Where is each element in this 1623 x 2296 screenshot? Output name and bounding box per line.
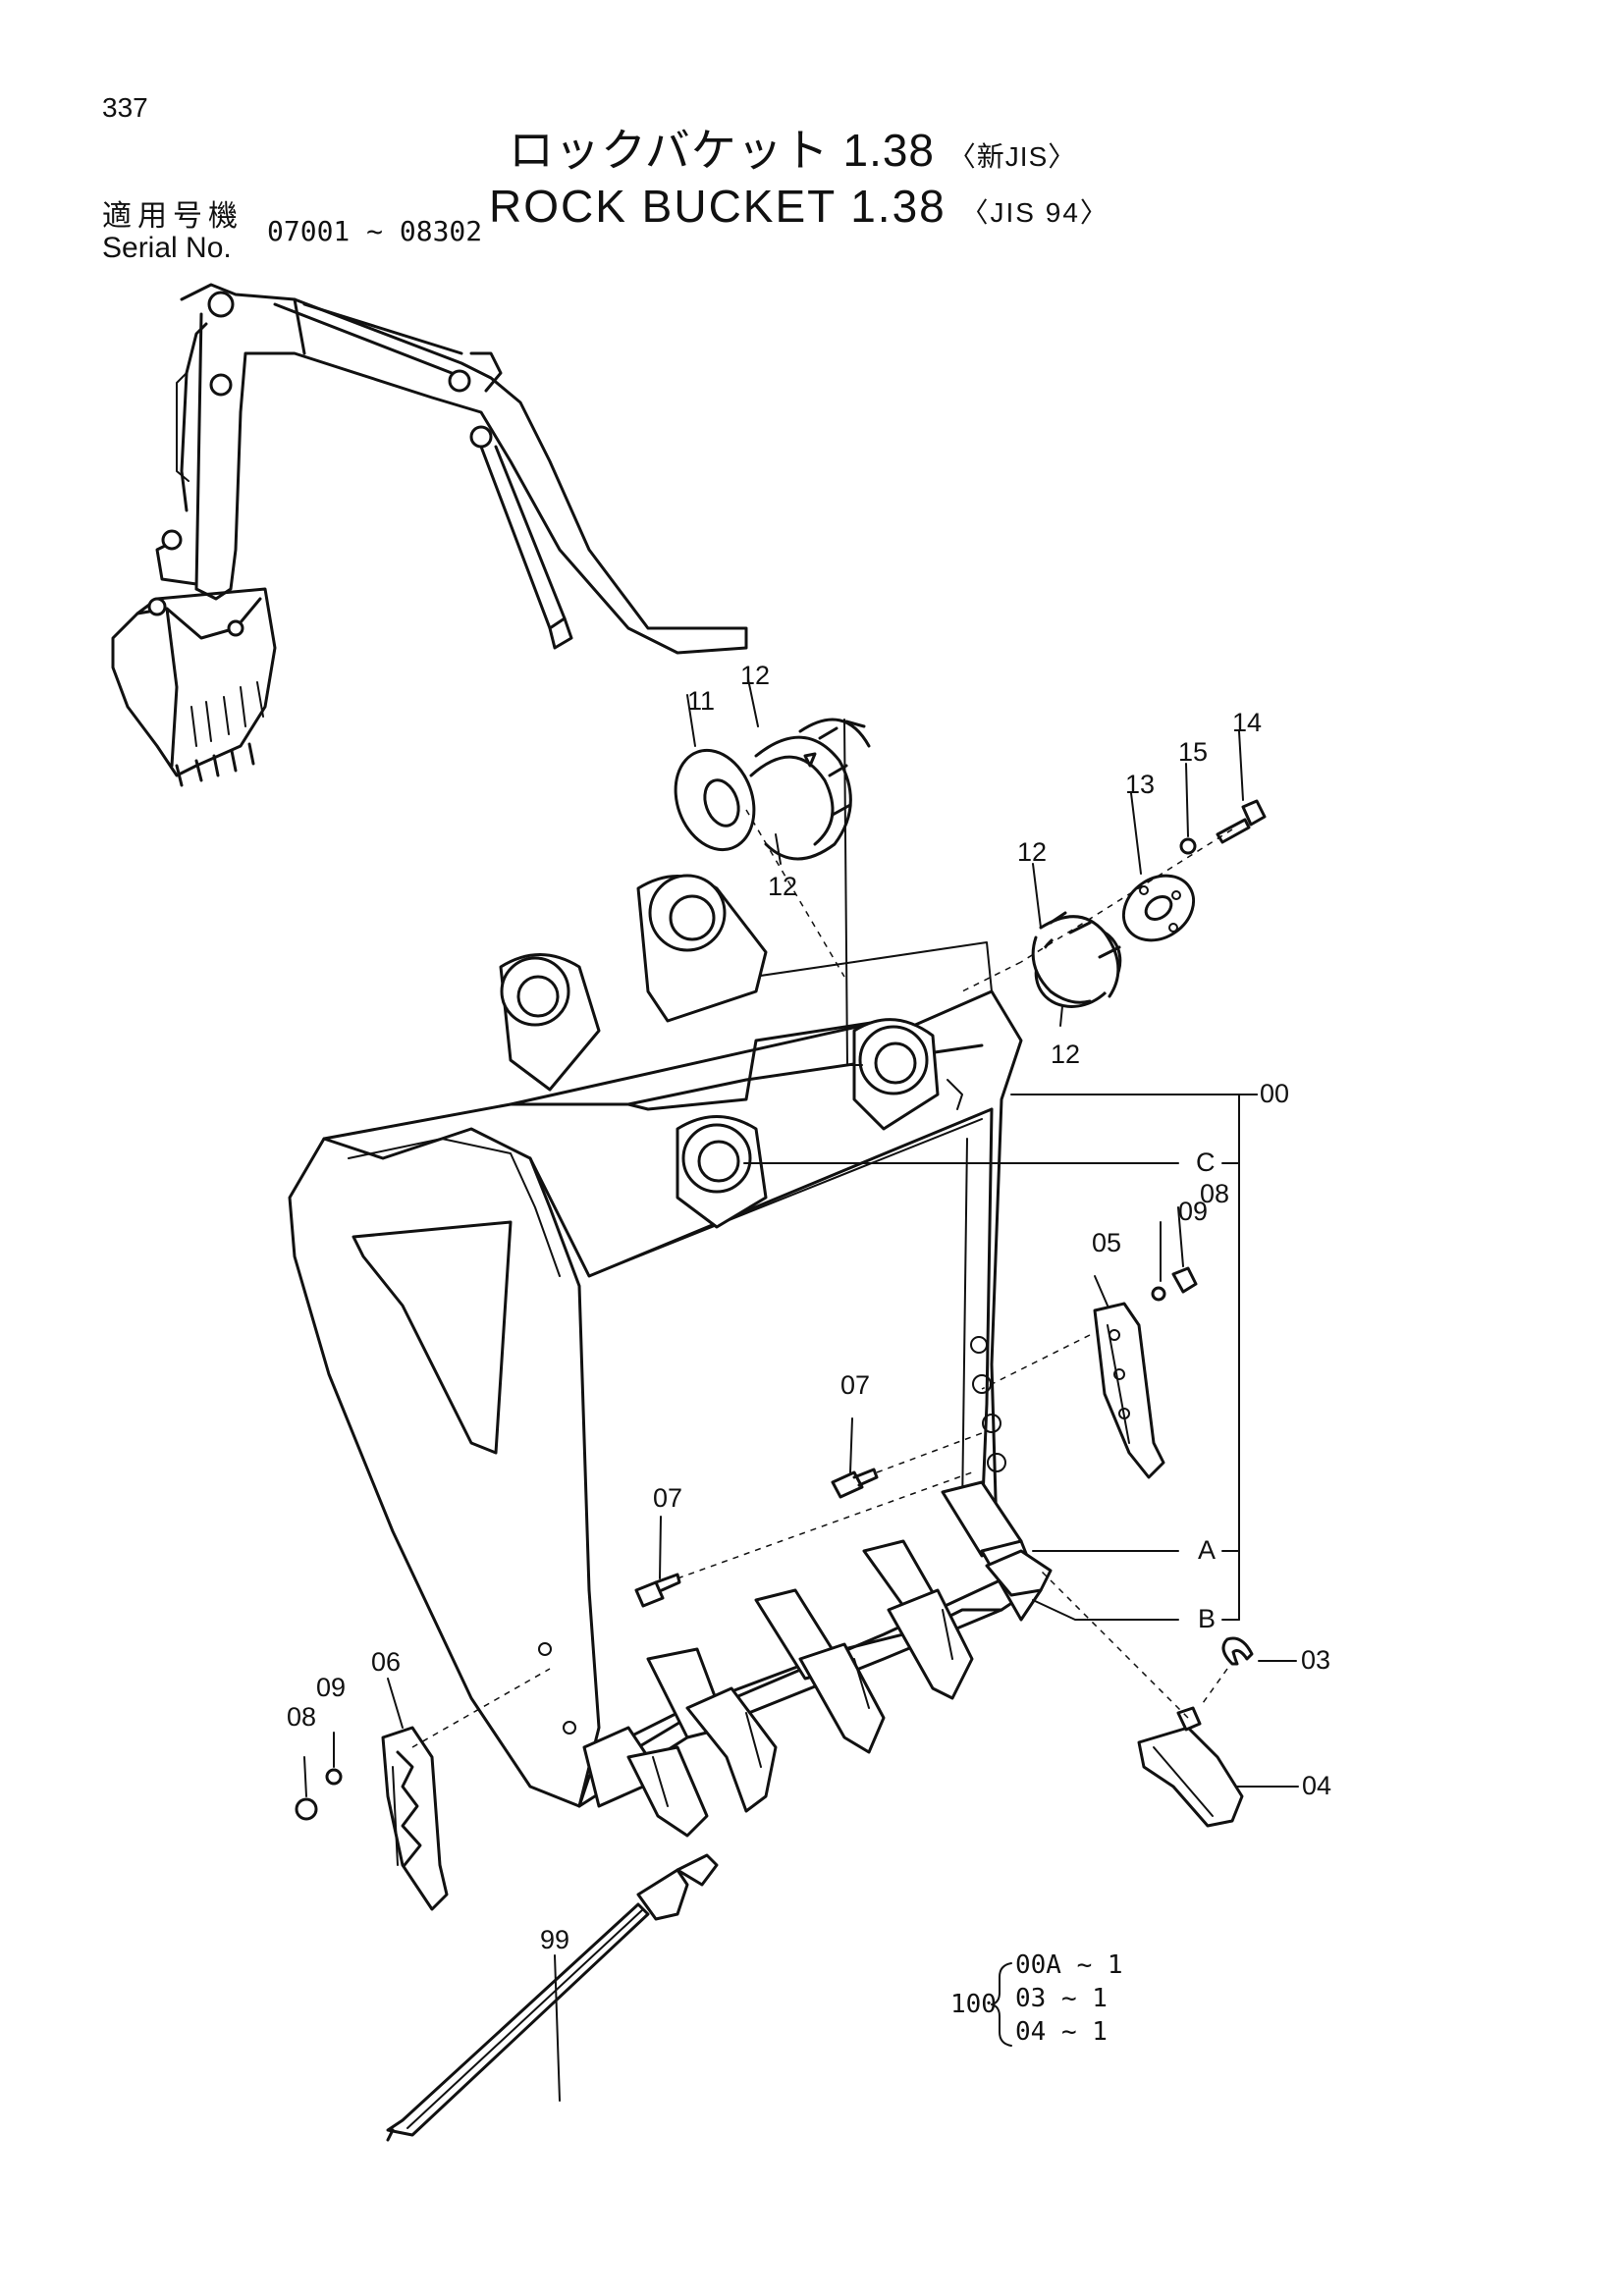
serial-label-japanese: 適用号機 bbox=[102, 200, 243, 233]
callout-08-left: 08 bbox=[287, 1702, 316, 1732]
callout-11: 11 bbox=[687, 686, 715, 716]
title-japanese-text: ロックバケット 1.38 bbox=[509, 125, 936, 176]
callout-00: 00 bbox=[1260, 1079, 1289, 1108]
kit-100-group: 100 00A ~ 1 03 ~ 1 04 ~ 1 bbox=[950, 1950, 1123, 2047]
callout-12-upper-lower: 12 bbox=[768, 872, 797, 901]
callout-12-upper: 12 bbox=[740, 661, 770, 690]
title-japanese-standard: 〈新JIS〉 bbox=[947, 141, 1077, 172]
callout-12-right-lower: 12 bbox=[1051, 1040, 1080, 1069]
serial-label-english: Serial No. bbox=[102, 232, 232, 264]
removal-tool-99 bbox=[386, 1853, 719, 2142]
tooth-pin-03 bbox=[1202, 1636, 1254, 1704]
bucket-mounting-bosses bbox=[499, 874, 963, 1229]
callout-14: 14 bbox=[1232, 708, 1262, 737]
callout-04: 04 bbox=[1302, 1771, 1331, 1800]
callout-B: B bbox=[1198, 1604, 1216, 1633]
callout-12-right-upper: 12 bbox=[1017, 837, 1047, 867]
title-japanese: ロックバケット 1.38 〈新JIS〉 bbox=[509, 128, 1076, 173]
side-cutter-right bbox=[981, 1266, 1198, 1479]
leader-lines bbox=[303, 678, 1299, 2102]
callout-03: 03 bbox=[1301, 1645, 1330, 1675]
kit-row-3: 04 ~ 1 bbox=[1015, 2017, 1108, 2047]
title-english: ROCK BUCKET 1.38 〈JIS 94〉 bbox=[489, 184, 1109, 229]
bolt-upper-07 bbox=[831, 1468, 879, 1499]
callout-C: C bbox=[1196, 1148, 1216, 1177]
excavator-arm-overview bbox=[111, 283, 748, 787]
right-seal-group bbox=[961, 799, 1267, 1008]
bolt-lower-axis bbox=[676, 1471, 973, 1579]
callout-labels: 11 12 12 14 15 13 12 12 00 C 09 08 05 07… bbox=[287, 661, 1331, 1954]
page-number: 337 bbox=[102, 92, 148, 123]
callout-09-left: 09 bbox=[316, 1673, 346, 1702]
callout-13: 13 bbox=[1125, 770, 1155, 799]
title-english-text: ROCK BUCKET 1.38 bbox=[489, 181, 947, 232]
callout-05: 05 bbox=[1092, 1228, 1121, 1257]
replacement-tooth-04 bbox=[1040, 1570, 1244, 1828]
upper-seal-group bbox=[674, 718, 871, 978]
callout-07-upper: 07 bbox=[840, 1370, 870, 1400]
callout-08-right: 08 bbox=[1200, 1179, 1229, 1208]
title-english-standard: 〈JIS 94〉 bbox=[960, 197, 1109, 228]
kit-brace bbox=[991, 1962, 1012, 2047]
callout-15: 15 bbox=[1178, 737, 1208, 767]
callout-07-lower: 07 bbox=[653, 1483, 682, 1513]
callout-A: A bbox=[1198, 1535, 1216, 1565]
kit-number: 100 bbox=[950, 1990, 997, 2019]
callout-09-right: 09 bbox=[1178, 1197, 1208, 1226]
kit-row-2: 03 ~ 1 bbox=[1015, 1984, 1108, 2013]
serial-range: 07001 ~ 08302 bbox=[267, 215, 483, 247]
callout-06: 06 bbox=[371, 1647, 401, 1677]
kit-row-1: 00A ~ 1 bbox=[1015, 1950, 1123, 1980]
side-cutter-left bbox=[295, 1668, 551, 1911]
bucket-teeth-row bbox=[582, 1480, 1053, 1838]
callout-99: 99 bbox=[540, 1925, 569, 1954]
